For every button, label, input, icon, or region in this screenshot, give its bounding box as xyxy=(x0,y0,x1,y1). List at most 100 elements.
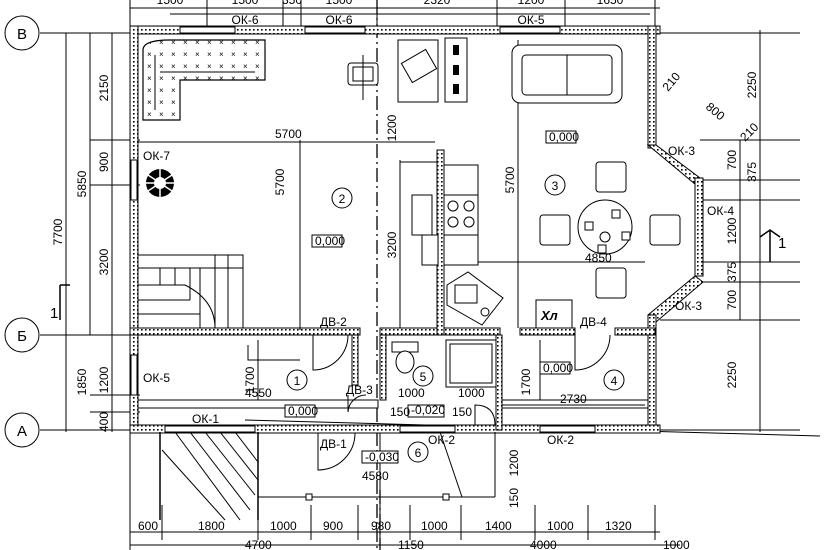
window-top-3: ОК-5 xyxy=(518,13,545,27)
section-mark-right: 1 xyxy=(778,235,786,252)
room-1-level: 0,000 xyxy=(288,404,318,418)
bottom-dim-8: 1000 xyxy=(547,519,574,533)
bottom-total-2: 1150 xyxy=(398,538,424,550)
bay-dim-2: 800 xyxy=(703,100,728,124)
room-1-number: 1 xyxy=(294,374,301,388)
bottom-total-3: 4000 xyxy=(530,538,557,550)
axis-a: А xyxy=(17,423,27,440)
door-dv2: ДВ-2 xyxy=(320,315,347,329)
desk-chair xyxy=(347,55,379,100)
window-ok2-b: ОК-2 xyxy=(547,433,574,447)
bottom-dim-9: 1320 xyxy=(605,519,632,533)
left-dim-3: 3200 xyxy=(97,248,111,275)
door-dv4: ДВ-4 xyxy=(580,315,607,329)
room-6-length: 4580 xyxy=(362,469,389,483)
bottom-dim-5: 980 xyxy=(371,519,391,533)
room-5-level: -0,020 xyxy=(411,403,445,417)
room-5-dim-1: 1000 xyxy=(398,386,425,400)
room-2-width: 5700 xyxy=(273,168,287,195)
axis-b: Б xyxy=(17,328,27,345)
room-1-length: 4550 xyxy=(245,386,272,400)
room-markers xyxy=(286,174,625,463)
bathroom-fixtures xyxy=(391,339,497,426)
axis-v: В xyxy=(17,26,27,43)
sofa xyxy=(511,44,623,104)
plant-icon xyxy=(145,168,175,198)
right-dim-2: 700 xyxy=(725,150,739,170)
axis-bubbles xyxy=(4,15,40,448)
computer-desk xyxy=(397,37,468,103)
window-ok2-a: ОК-2 xyxy=(428,433,455,447)
left-dim-2: 900 xyxy=(97,152,111,172)
left-dim-5: 1850 xyxy=(75,368,89,395)
room-3-width: 5700 xyxy=(503,166,517,193)
room-3-level: 0,000 xyxy=(549,130,579,144)
kitchen-dim-2: 1200 xyxy=(385,114,399,141)
room-4-width: 1700 xyxy=(519,368,533,395)
bottom-dim-7: 1400 xyxy=(485,519,512,533)
window-ok1: ОК-1 xyxy=(192,412,219,426)
left-dim-6: 400 xyxy=(97,412,111,432)
right-dim-3: 375 xyxy=(745,162,759,182)
room-6-level: -0,030 xyxy=(365,450,399,464)
bottom-dim-3: 1000 xyxy=(270,519,297,533)
dimension-lines xyxy=(40,0,821,550)
right-dim-6: 700 xyxy=(725,290,739,310)
right-dim-5: 375 xyxy=(725,262,739,282)
room-6-width: 1200 xyxy=(507,449,521,476)
top-dim-3: 350 xyxy=(282,0,302,7)
kitchen-units xyxy=(411,164,573,329)
right-dim-7: 2250 xyxy=(725,361,739,388)
window-ok7: ОК-7 xyxy=(143,149,170,163)
room-5-dim-3: 150 xyxy=(390,405,410,419)
right-dim-1: 2250 xyxy=(745,71,759,98)
bottom-dim-6: 1000 xyxy=(421,519,448,533)
door-dv3: ДВ-3 xyxy=(346,383,373,397)
room-4-number: 4 xyxy=(611,374,618,388)
section-marks xyxy=(59,229,781,320)
top-dim-5: 2320 xyxy=(424,0,451,7)
room-2-length: 5700 xyxy=(275,127,302,141)
bottom-total-1: 4700 xyxy=(245,538,272,550)
room-3-number: 3 xyxy=(552,179,559,193)
fridge-label: Хл xyxy=(540,308,558,323)
level-boxes xyxy=(284,130,577,464)
top-dim-6: 1200 xyxy=(518,0,545,7)
top-dim-1: 1500 xyxy=(157,0,184,7)
bottom-dim-1: 600 xyxy=(138,519,158,533)
room-4-length: 2730 xyxy=(560,392,587,406)
room-6-number: 6 xyxy=(415,446,422,460)
window-ok3-b: ОК-3 xyxy=(675,299,702,313)
top-dim-2: 1500 xyxy=(232,0,259,7)
left-dim-outer: 7700 xyxy=(51,218,65,245)
staircase xyxy=(137,254,244,329)
door-swings xyxy=(247,334,611,471)
room-5-dim-4: 150 xyxy=(452,405,472,419)
window-ok5: ОК-5 xyxy=(143,371,170,385)
dining-table xyxy=(539,161,681,299)
bottom-dim-2: 1800 xyxy=(198,519,225,533)
window-ok4: ОК-4 xyxy=(707,204,734,218)
window-top-1: ОК-6 xyxy=(232,13,259,27)
room-5-number: 5 xyxy=(420,370,427,384)
left-dim-1: 2150 xyxy=(97,74,111,101)
room-6-extra: 150 xyxy=(507,488,521,508)
left-dim-mid: 5850 xyxy=(75,170,89,197)
room-1-width: 1700 xyxy=(243,366,257,393)
window-top-2: ОК-6 xyxy=(326,13,353,27)
left-dim-4: 1200 xyxy=(97,366,111,393)
door-dv1: ДВ-1 xyxy=(320,437,347,451)
bay-dim-1: 210 xyxy=(660,69,684,94)
room-4-level: 0,000 xyxy=(543,361,573,375)
bottom-dim-4: 900 xyxy=(323,519,343,533)
right-dim-4: 1200 xyxy=(725,217,739,244)
window-ok3-a: ОК-3 xyxy=(668,144,695,158)
top-dim-7: 1650 xyxy=(597,0,624,7)
porch xyxy=(159,431,496,521)
kitchen-dim: 3200 xyxy=(385,231,399,258)
room-5-dim-2: 1000 xyxy=(458,386,485,400)
section-mark-left: 1 xyxy=(50,305,58,322)
room-2-level: 0,000 xyxy=(315,234,345,248)
corner-sofa xyxy=(142,39,266,121)
